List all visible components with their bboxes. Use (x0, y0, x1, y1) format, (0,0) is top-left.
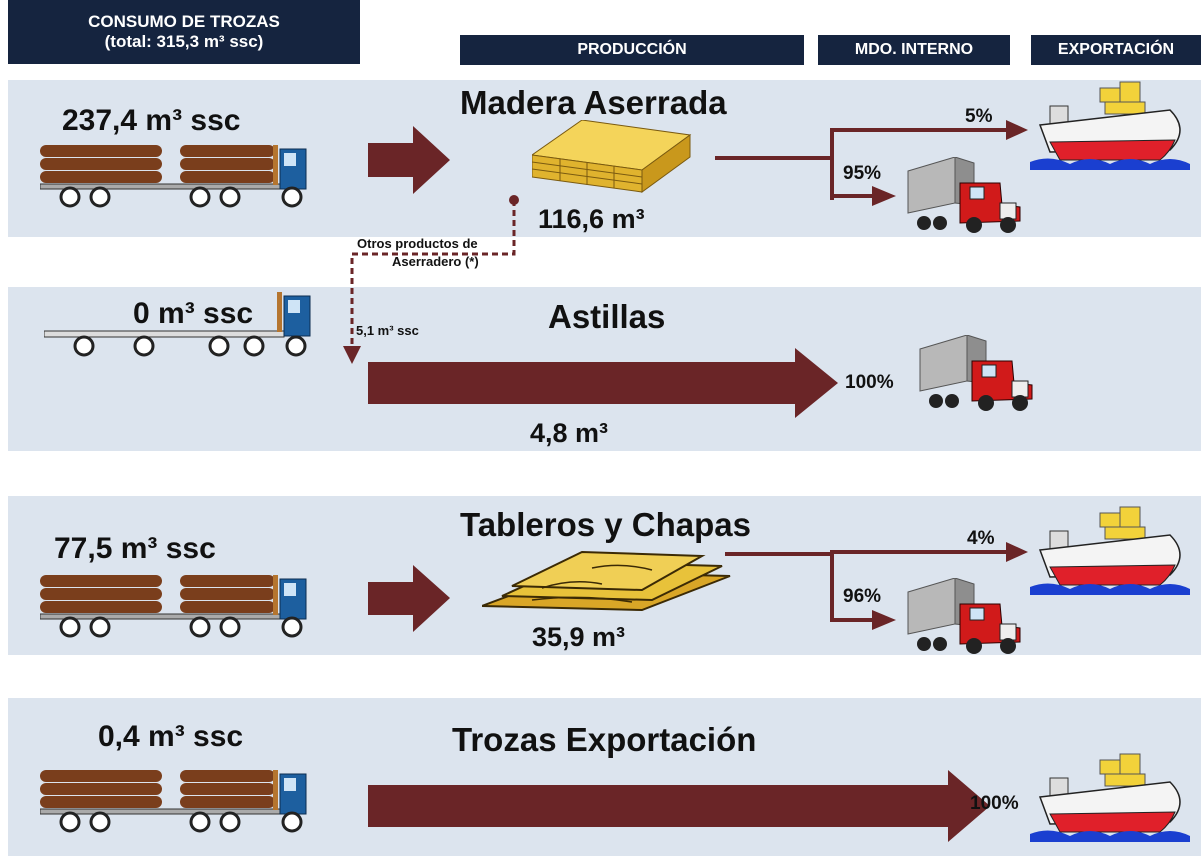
log-truck-icon (40, 575, 307, 638)
cargo-ship-icon (1030, 506, 1190, 595)
header-exportacion: EXPORTACIÓN (1031, 35, 1201, 65)
flow-arrow-trozas (368, 770, 990, 842)
production-madera: 116,6 m³ (538, 204, 645, 234)
product-title-astillas: Astillas (548, 298, 666, 335)
cargo-ship-icon (1030, 81, 1190, 170)
side-flow-label-line2: Aserradero (*) (392, 254, 479, 269)
domestic-pct-madera: 95% (843, 163, 882, 184)
header-consumo: CONSUMO DE TROZAS (total: 315,3 m³ ssc) (8, 0, 360, 64)
header-mdo-interno: MDO. INTERNO (818, 35, 1010, 65)
semi-truck-icon (907, 157, 1021, 233)
product-title-trozas: Trozas Exportación (452, 721, 757, 758)
export-pct-tableros: 4% (967, 528, 995, 549)
log-truck-icon (40, 770, 307, 833)
empty-truck-icon (44, 292, 311, 357)
arrow-head-connector (343, 346, 361, 364)
split-lines-tableros (725, 550, 1010, 622)
product-title-madera: Madera Aserrada (460, 84, 727, 121)
arrow-head-domestic-tableros (872, 610, 896, 630)
side-flow-volume: 5,1 m³ ssc (356, 323, 419, 338)
header-consumo-line2: (total: 315,3 m³ ssc) (104, 32, 264, 51)
cargo-ship-icon (1030, 753, 1190, 842)
log-volume-tableros: 77,5 m³ ssc (54, 532, 216, 565)
header-consumo-line1: CONSUMO DE TROZAS (88, 12, 280, 32)
split-lines-madera (715, 128, 1010, 200)
domestic-pct-astillas: 100% (845, 372, 894, 393)
side-flow-label-line1: Otros productos de (357, 236, 478, 251)
log-volume-madera: 237,4 m³ ssc (62, 104, 241, 137)
connector-origin-dot (509, 195, 519, 205)
flow-arrow-tableros (368, 565, 450, 632)
product-title-tableros: Tableros y Chapas (460, 506, 751, 543)
dashed-connector (350, 200, 516, 352)
production-tableros: 35,9 m³ (532, 622, 626, 652)
lumber-stack-icon (532, 120, 692, 193)
log-volume-astillas: 0 m³ ssc (133, 297, 254, 330)
arrow-head-domestic-madera (872, 186, 896, 206)
export-pct-madera: 5% (965, 106, 993, 127)
production-astillas: 4,8 m³ (530, 418, 609, 448)
semi-truck-icon (919, 335, 1033, 411)
flow-arrow-madera (368, 126, 450, 194)
log-volume-trozas: 0,4 m³ ssc (98, 720, 244, 753)
export-pct-trozas: 100% (970, 793, 1019, 814)
domestic-pct-tableros: 96% (843, 586, 882, 607)
header-produccion: PRODUCCIÓN (460, 35, 804, 65)
arrow-head-export-madera (1006, 120, 1028, 140)
semi-truck-icon (907, 578, 1021, 654)
flow-arrow-astillas (368, 348, 838, 418)
plywood-icon (482, 550, 731, 612)
log-truck-icon (40, 145, 307, 208)
arrow-head-export-tableros (1006, 542, 1028, 562)
